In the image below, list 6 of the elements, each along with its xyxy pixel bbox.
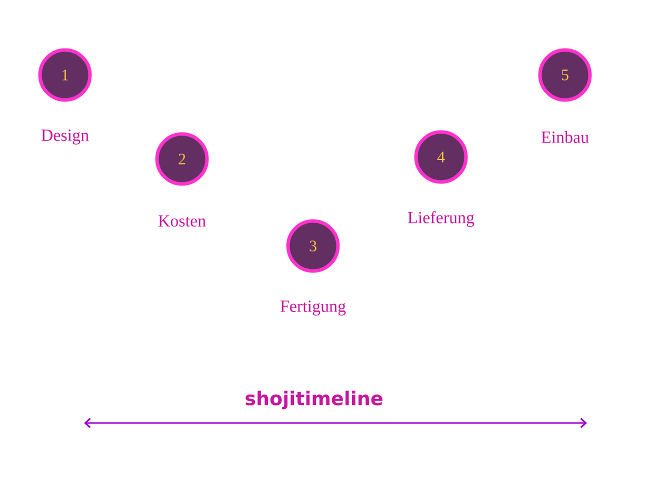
step-label: Einbau [541, 131, 589, 143]
step-label: Lieferung [408, 211, 474, 227]
title: shojitimeline [246, 390, 382, 410]
step-label: Kosten [158, 215, 206, 227]
step-label: Fertigung [280, 300, 346, 316]
step-label: Design [41, 130, 89, 144]
